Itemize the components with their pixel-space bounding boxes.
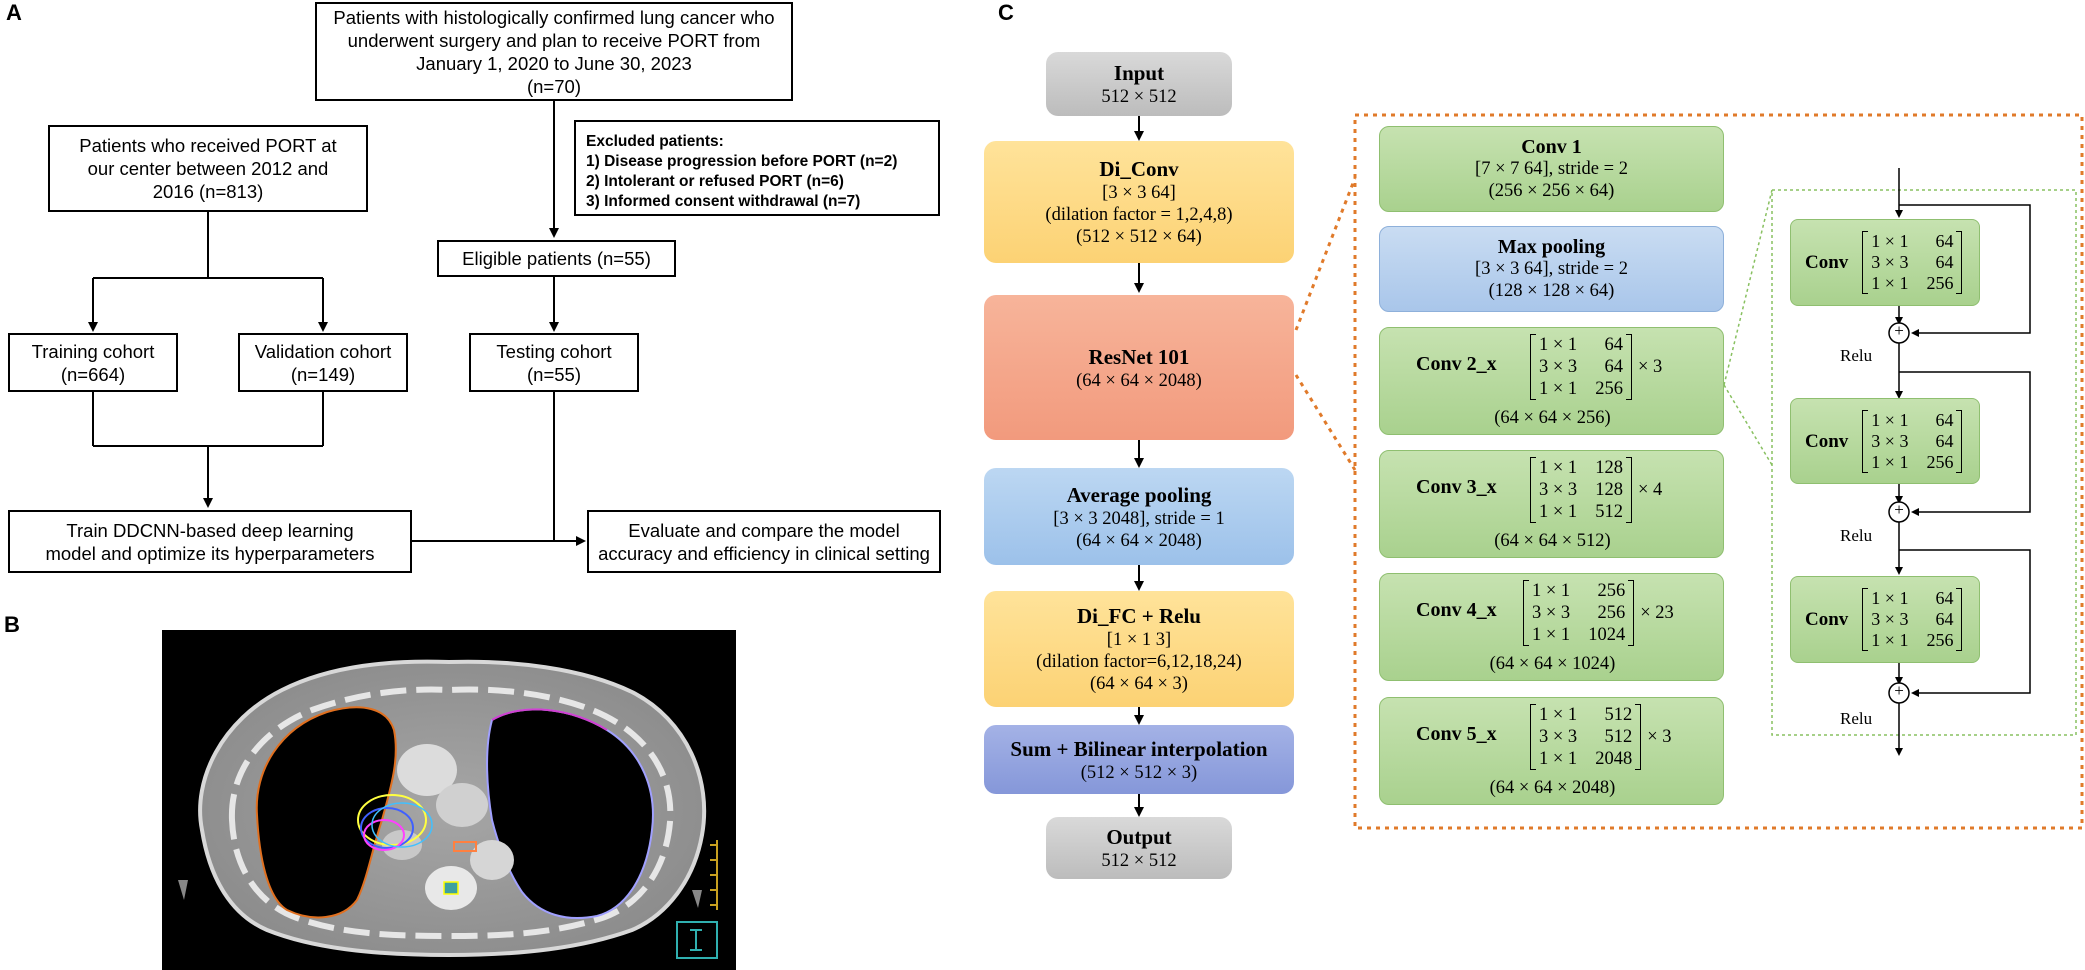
relu-label-2: Relu: [1840, 526, 1873, 545]
average-pooling-node: Average pooling [3 × 3 2048], stride = 1…: [984, 468, 1294, 565]
excluded-item: 2) Intolerant or refused PORT (n=6): [586, 173, 844, 190]
eligible-patients-box: Eligible patients (n=55): [437, 240, 676, 277]
train-model-box: Train DDCNN-based deep learning model an…: [8, 510, 412, 573]
conv3-title: Conv 3_x: [1416, 476, 1497, 498]
conv5-dims: (64 × 64 × 2048): [1489, 778, 1616, 798]
port-patients-box: Patients who received PORT at our center…: [48, 125, 368, 212]
eligibility-box: Patients with histologically confirmed l…: [315, 2, 793, 101]
sum-node-2: +: [1894, 500, 1904, 519]
panel-label-b: B: [4, 612, 20, 637]
conv1-block: Conv 1 [7 × 7 64], stride = 2 (256 × 256…: [1379, 126, 1724, 212]
conv3-dims: (64 × 64 × 512): [1494, 531, 1611, 551]
sum-node-3: +: [1894, 681, 1904, 700]
testing-cohort-box: Testing cohort (n=55): [469, 333, 639, 392]
sum-node-1: +: [1894, 321, 1904, 340]
sum-bilinear-node: Sum + Bilinear interpolation (512 × 512 …: [984, 725, 1294, 794]
validation-cohort-box: Validation cohort (n=149): [238, 333, 408, 392]
conv2-title: Conv 2_x: [1416, 353, 1497, 375]
output-node: Output 512 × 512: [1046, 817, 1232, 879]
input-node: Input 512 × 512: [1046, 52, 1232, 116]
panel-label-a: A: [6, 0, 22, 25]
conv4-dims: (64 × 64 × 1024): [1489, 654, 1616, 674]
conv2-dims: (64 × 64 × 256): [1494, 408, 1611, 428]
relu-label-3: Relu: [1840, 709, 1873, 728]
di-fc-relu-node: Di_FC + Relu [1 × 1 3] (dilation factor=…: [984, 591, 1294, 707]
panel-label-c: C: [998, 0, 1014, 25]
max-pooling-block: Max pooling [3 × 3 64], stride = 2 (128 …: [1379, 226, 1724, 312]
evaluate-model-box: Evaluate and compare the model accuracy …: [587, 510, 941, 573]
excluded-item: 1) Disease progression before PORT (n=2): [586, 153, 898, 170]
relu-label-1: Relu: [1840, 346, 1873, 365]
di-conv-node: Di_Conv [3 × 3 64] (dilation factor = 1,…: [984, 141, 1294, 263]
excluded-item: 3) Informed consent withdrawal (n=7): [586, 193, 861, 210]
conv5-title: Conv 5_x: [1416, 723, 1497, 745]
resnet-node: ResNet 101 (64 × 64 × 2048): [984, 295, 1294, 440]
training-cohort-box: Training cohort (n=664): [8, 333, 178, 392]
flowchart-connectors: [88, 101, 586, 546]
excluded-patients-box: Excluded patients: 1) Disease progressio…: [574, 120, 940, 216]
conv4-title: Conv 4_x: [1416, 599, 1497, 621]
excluded-title: Excluded patients:: [586, 133, 724, 150]
ct-scan-image: [162, 630, 736, 970]
